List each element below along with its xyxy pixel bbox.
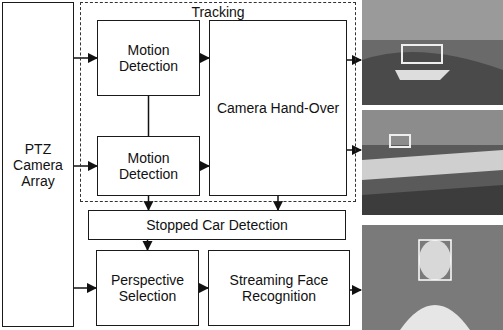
process-box: Camera Hand-Over xyxy=(209,20,347,196)
flow-arrow xyxy=(199,287,208,289)
output-arrow xyxy=(346,149,361,151)
process-box: Motion Detection xyxy=(97,136,200,196)
process-box: Streaming Face Recognition xyxy=(208,250,350,326)
box-label: PTZ Camera Array xyxy=(3,141,73,189)
flow-arrow xyxy=(74,57,97,59)
box-label: Camera Hand-Over xyxy=(213,100,343,116)
output-arrow xyxy=(346,59,361,61)
box-label: Motion Detection xyxy=(98,42,199,74)
harbor-photo xyxy=(362,0,503,105)
tracking-group: TrackingMotion DetectionMotion Detection… xyxy=(80,2,356,202)
process-box: Stopped Car Detection xyxy=(88,210,346,240)
face-photo xyxy=(362,225,503,330)
box-label: Stopped Car Detection xyxy=(142,217,292,233)
flow-arrow xyxy=(200,165,209,167)
flow-arrow xyxy=(74,287,96,289)
flow-arrow xyxy=(277,196,279,210)
process-box: Perspective Selection xyxy=(96,250,199,326)
flow-arrow xyxy=(74,165,97,167)
flow-arrow xyxy=(200,57,209,59)
flow-arrow xyxy=(148,196,150,210)
marina-photo xyxy=(362,110,503,215)
group-title: Tracking xyxy=(81,4,355,20)
flow-arrow xyxy=(147,240,149,250)
box-label: Motion Detection xyxy=(98,150,199,182)
flow-arrow xyxy=(148,96,150,136)
process-box: Motion Detection xyxy=(97,20,200,96)
camera-array-box: PTZ Camera Array xyxy=(2,2,74,327)
box-label: Perspective Selection xyxy=(97,272,198,304)
box-label: Streaming Face Recognition xyxy=(209,272,349,304)
